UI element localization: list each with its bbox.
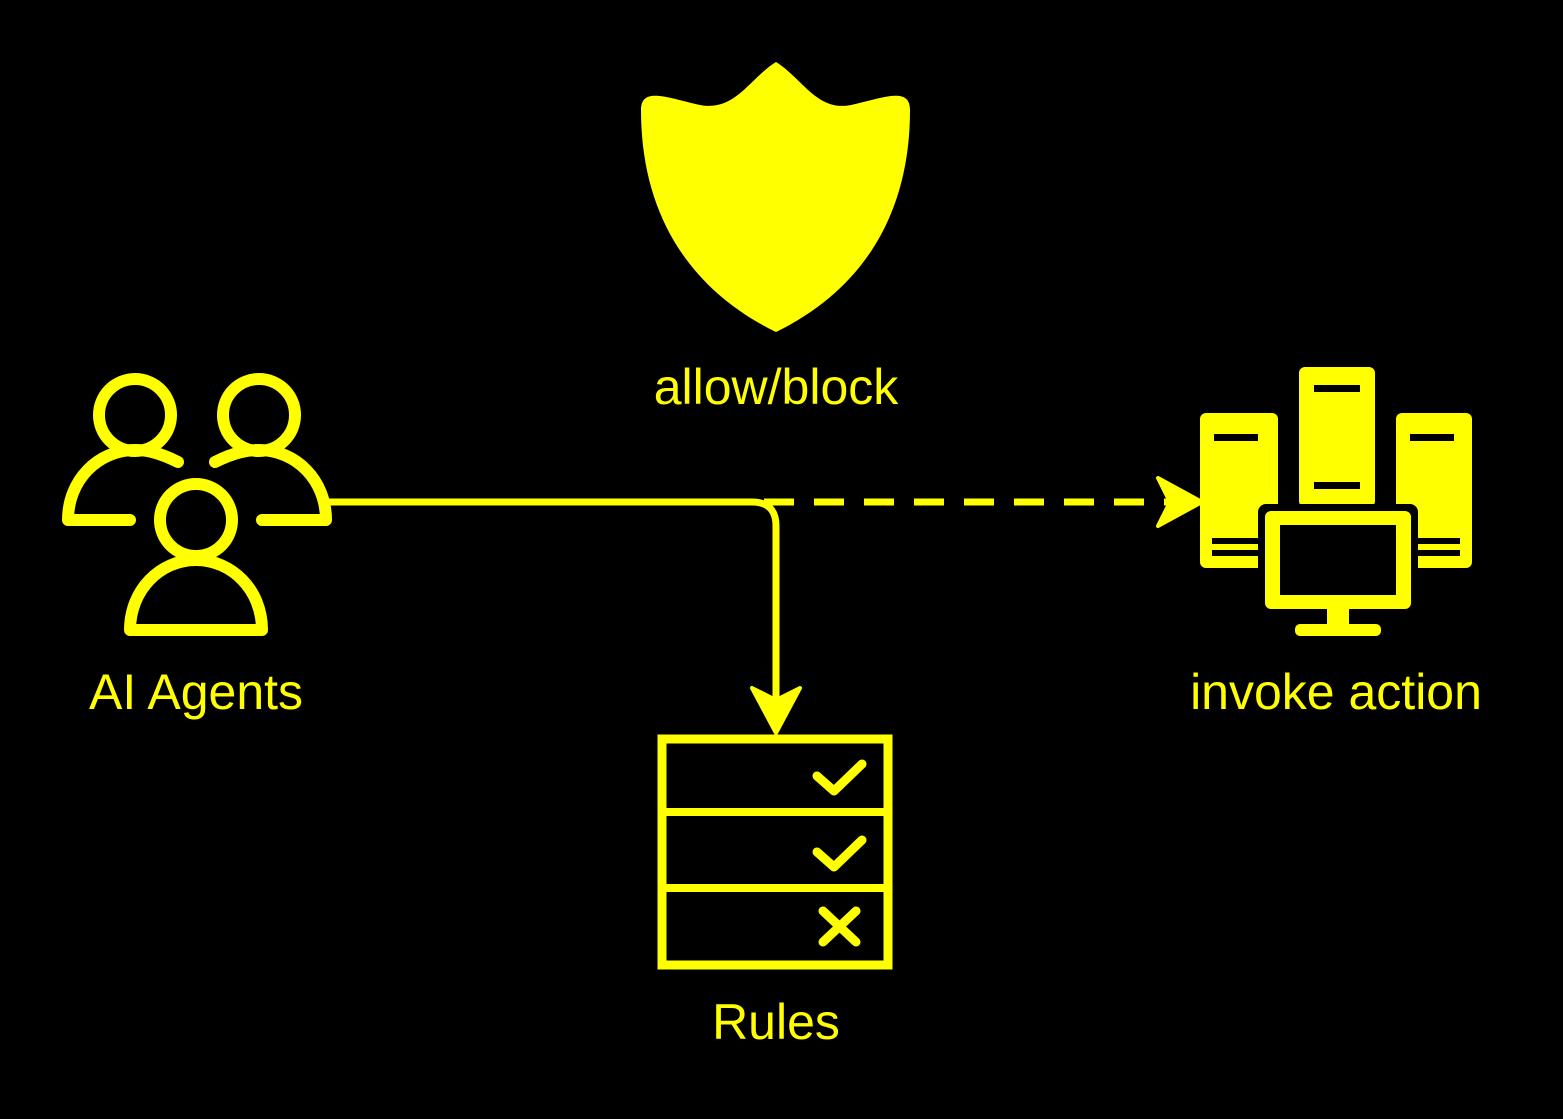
agents-label: AI Agents [88,664,304,720]
cross-icon [818,906,861,947]
users-group-icon [62,373,332,636]
edge-agents-to-rules [326,498,780,710]
servers-computer-icon [1200,367,1472,636]
shield-icon [641,62,910,332]
shield-label: allow/block [653,359,899,415]
arrowhead-servers [1156,476,1204,528]
rules-checklist-icon [657,734,893,970]
servers-label: invoke action [1190,664,1482,720]
rules-label: Rules [712,994,840,1050]
check-icon [812,759,867,796]
check-icon [812,835,867,872]
arrowhead-rules [750,686,802,735]
